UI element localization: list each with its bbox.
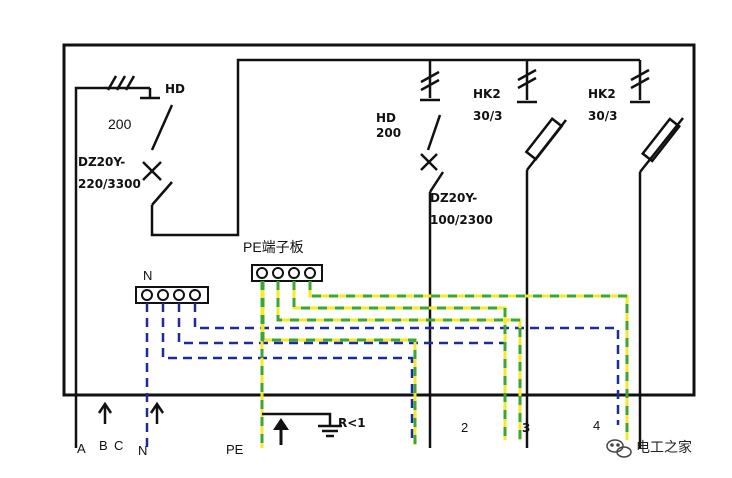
left-spec-label: 220/3300 bbox=[78, 177, 141, 191]
branch-3 bbox=[517, 60, 567, 448]
switch-4-name: HK2 bbox=[588, 87, 616, 101]
ground-symbol bbox=[262, 412, 342, 438]
middle-rating-label: 200 bbox=[376, 126, 401, 140]
middle-spec-label: 100/2300 bbox=[430, 213, 493, 227]
phase-a-label: A bbox=[77, 441, 86, 456]
left-breaker bbox=[74, 58, 640, 448]
middle-hd-label: HD bbox=[376, 111, 396, 125]
enclosure-outline bbox=[62, 43, 696, 397]
pe-in-label: PE bbox=[226, 442, 244, 457]
watermark-logo-icon bbox=[606, 439, 632, 458]
phase-c-label: C bbox=[114, 438, 123, 453]
left-hd-label: HD bbox=[165, 82, 185, 96]
circuit-3-label: 3 bbox=[522, 421, 530, 435]
watermark-text: 电工之家 bbox=[636, 439, 692, 456]
branch-2 bbox=[420, 60, 445, 448]
phase-b-label: B bbox=[99, 438, 108, 453]
arrow-abc bbox=[97, 401, 113, 424]
switch-3-spec: 30/3 bbox=[473, 109, 502, 123]
arrow-pe bbox=[273, 418, 289, 445]
switch-3-name: HK2 bbox=[473, 87, 501, 101]
left-model-label: DZ20Y- bbox=[78, 155, 125, 169]
n-bar-label: N bbox=[143, 268, 152, 283]
n-terminal-bar bbox=[135, 286, 209, 304]
ground-resistance-label: R<1 bbox=[338, 416, 366, 430]
left-rating-label: 200 bbox=[108, 116, 132, 132]
neutral-in-label: N bbox=[138, 443, 147, 458]
circuit-2-label: 2 bbox=[461, 420, 468, 435]
pe-terminal-bar bbox=[251, 264, 323, 282]
branch-4 bbox=[630, 60, 684, 448]
switch-4-spec: 30/3 bbox=[588, 109, 617, 123]
arrow-n bbox=[149, 401, 165, 424]
neutral-wires bbox=[145, 303, 620, 448]
pe-bar-label: PE端子板 bbox=[243, 239, 304, 255]
circuit-4-label: 4 bbox=[593, 418, 600, 433]
pe-wires bbox=[260, 281, 629, 448]
middle-model-label: DZ20Y- bbox=[430, 191, 477, 205]
